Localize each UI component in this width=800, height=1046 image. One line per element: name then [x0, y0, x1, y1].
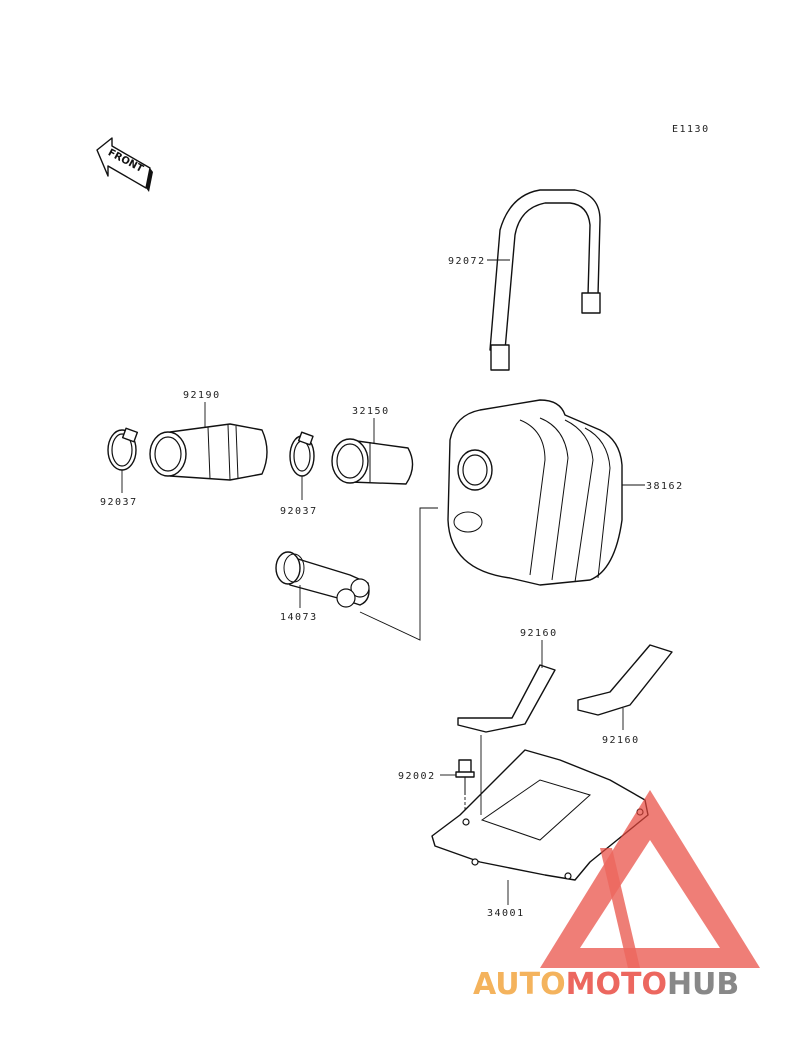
part-band	[487, 189, 601, 371]
label-air-box: 38162	[646, 481, 684, 492]
label-bolt: 92002	[398, 771, 436, 782]
part-twin-pipe	[275, 551, 370, 608]
diagram-code: E1130	[672, 124, 710, 135]
label-bracket: 34001	[487, 908, 525, 919]
watermark-logo: AUTOMOTOHUB	[473, 790, 760, 1002]
part-bolt	[440, 759, 475, 812]
part-clamp-right	[289, 431, 315, 500]
part-strap-lower	[577, 644, 673, 730]
label-twin-pipe: 14073	[280, 612, 318, 623]
label-clamp-right: 92037	[280, 506, 318, 517]
part-air-box	[447, 399, 645, 586]
label-band: 92072	[448, 256, 486, 267]
label-intake-duct: 92190	[183, 390, 221, 401]
label-strap-lower: 92160	[602, 735, 640, 746]
assembly-leader-line	[359, 507, 438, 641]
part-clamp-left	[107, 427, 139, 493]
part-intake-duct	[149, 402, 268, 481]
front-arrow-icon: FRONT	[96, 137, 153, 192]
part-strap-upper	[457, 640, 556, 733]
label-strap-upper: 92160	[520, 628, 558, 639]
watermark-text: AUTOMOTOHUB	[473, 967, 739, 1002]
part-duct-pipe	[331, 418, 414, 485]
watermark-word-hub: HUB	[667, 967, 739, 1002]
watermark-word-auto: AUTO	[473, 967, 566, 1002]
label-duct-pipe: 32150	[352, 406, 390, 417]
watermark-word-moto: MOTO	[566, 967, 667, 1002]
label-clamp-left: 92037	[100, 497, 138, 508]
